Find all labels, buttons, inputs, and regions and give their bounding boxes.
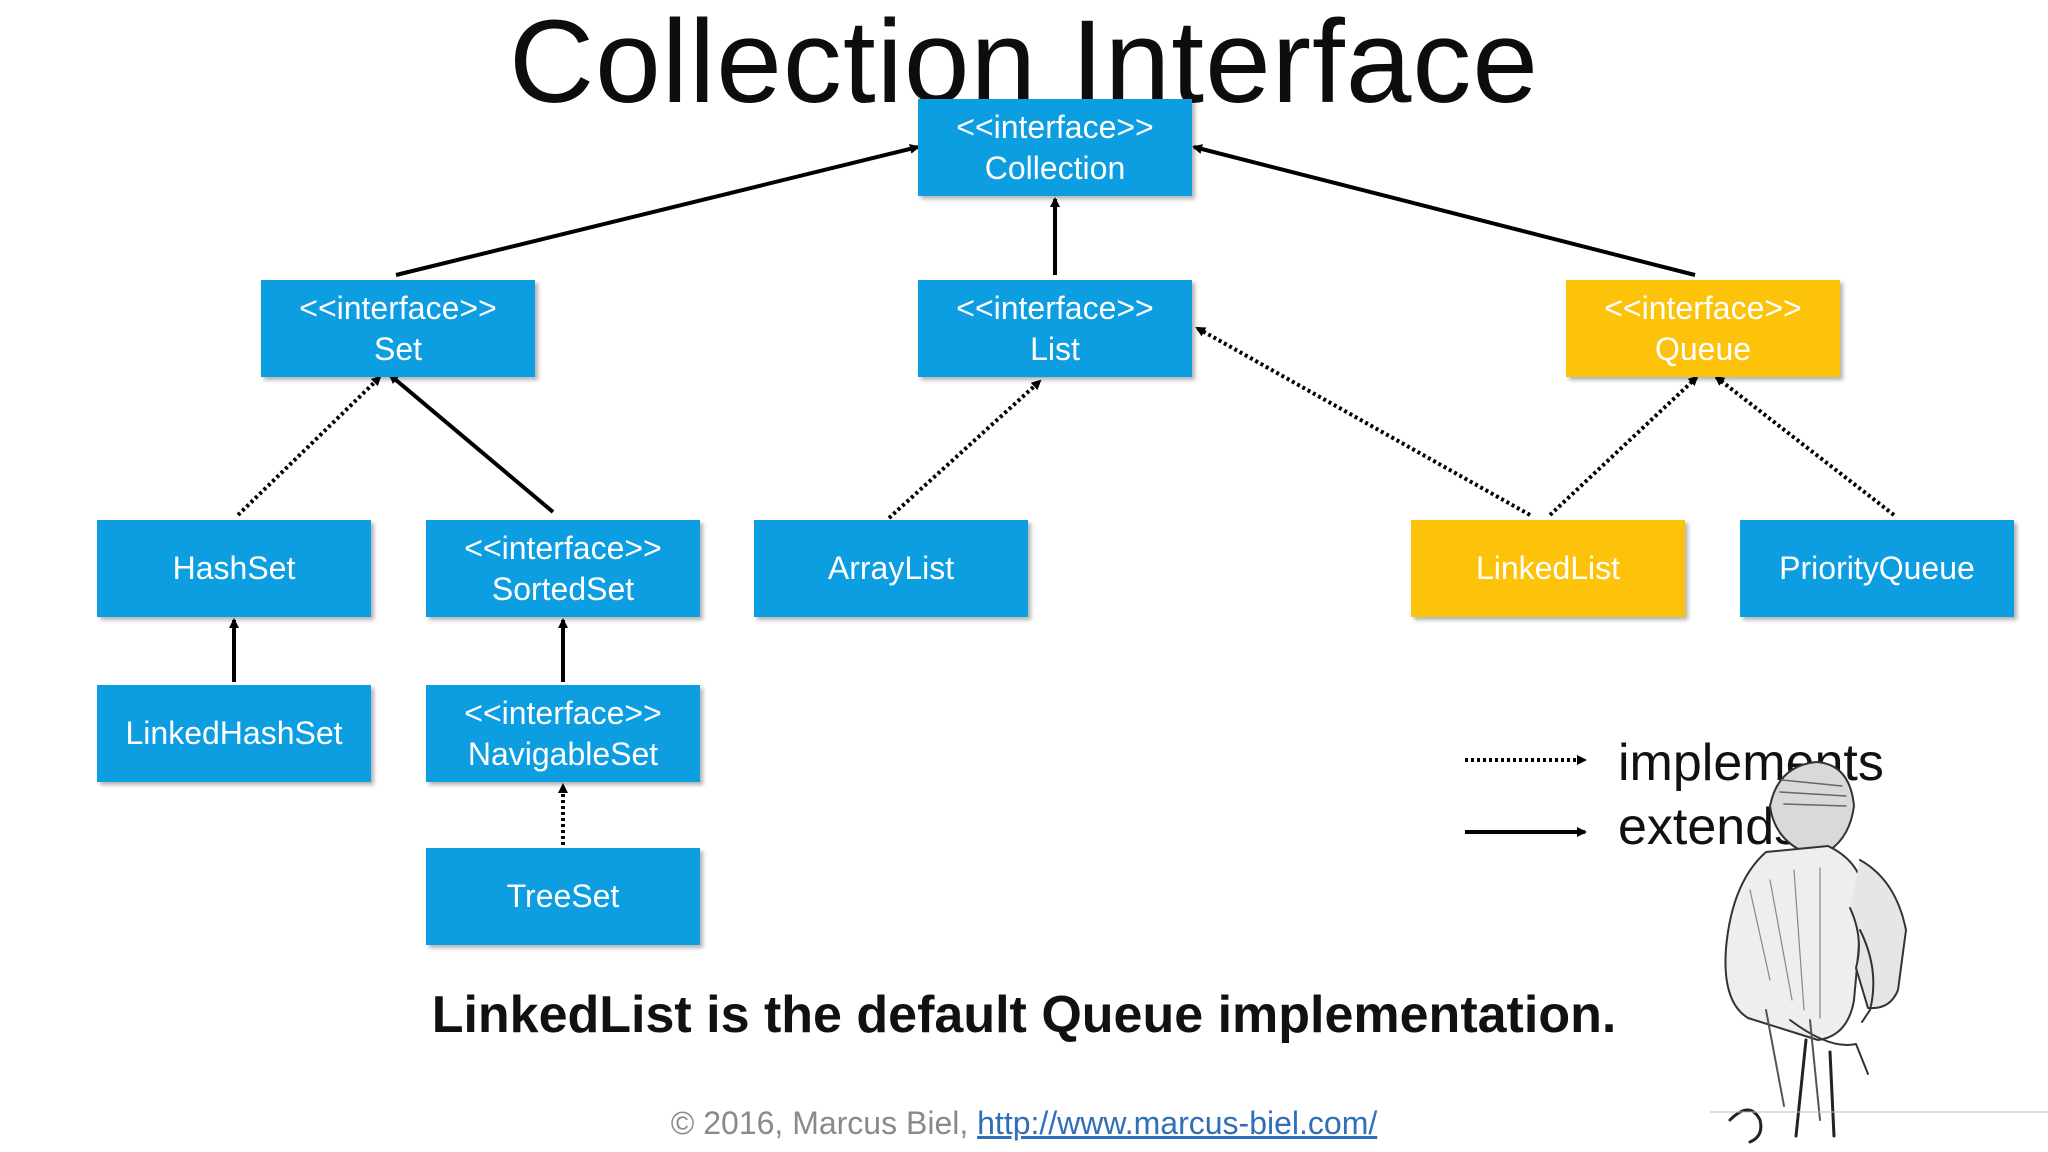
edge-queue-extends-collection [1192, 144, 1696, 277]
edge-priorityqueue-implements-queue [1714, 375, 1896, 517]
node-stereotype: <<interface>> [299, 289, 497, 326]
footer: © 2016, Marcus Biel, http://www.marcus-b… [0, 1105, 2048, 1142]
edge-arraylist-implements-list [887, 379, 1042, 520]
node-label: SortedSet [491, 570, 635, 607]
node-label: Queue [1654, 330, 1752, 367]
edge-hashset-implements-set [236, 375, 382, 517]
node-label: ArrayList [827, 550, 955, 586]
node-set: <<interface>> Set [261, 280, 535, 377]
node-stereotype: <<interface>> [956, 108, 1154, 145]
node-label: PriorityQueue [1779, 550, 1975, 586]
website-link[interactable]: http://www.marcus-biel.com/ [977, 1105, 1378, 1141]
copyright-text: © 2016, Marcus Biel, [670, 1105, 978, 1141]
node-label: NavigableSet [467, 735, 659, 772]
node-arraylist: ArrayList [754, 520, 1028, 617]
craftsman-illustration [1710, 761, 2048, 1144]
node-sortedset: <<interface>> SortedSet [426, 520, 700, 617]
node-collection: <<interface>> Collection [918, 99, 1192, 196]
node-label: TreeSet [506, 878, 620, 914]
node-label: LinkedHashSet [125, 715, 343, 751]
node-label: LinkedList [1475, 550, 1621, 586]
node-linkedlist: LinkedList [1411, 520, 1685, 617]
node-navigableset: <<interface>> NavigableSet [426, 685, 700, 782]
node-priorityqueue: PriorityQueue [1740, 520, 2014, 617]
node-linkedhashset: LinkedHashSet [97, 685, 371, 782]
edge-linkedlist-implements-queue [1548, 375, 1699, 517]
node-list: <<interface>> List [918, 280, 1192, 377]
node-label: List [1030, 330, 1080, 367]
edge-set-extends-collection [395, 144, 920, 277]
edge-sortedset-extends-set [388, 373, 555, 514]
edge-linkedlist-implements-list [1195, 326, 1531, 517]
node-stereotype: <<interface>> [464, 529, 662, 566]
caption: LinkedList is the default Queue implemen… [431, 986, 1617, 1044]
node-treeset: TreeSet [426, 848, 700, 945]
node-label: Collection [984, 149, 1126, 186]
node-queue: <<interface>> Queue [1566, 280, 1840, 377]
node-hashset: HashSet [97, 520, 371, 617]
node-stereotype: <<interface>> [464, 694, 662, 731]
node-stereotype: <<interface>> [1604, 289, 1802, 326]
node-label: HashSet [172, 550, 296, 586]
node-label: Set [373, 330, 423, 367]
node-stereotype: <<interface>> [956, 289, 1154, 326]
